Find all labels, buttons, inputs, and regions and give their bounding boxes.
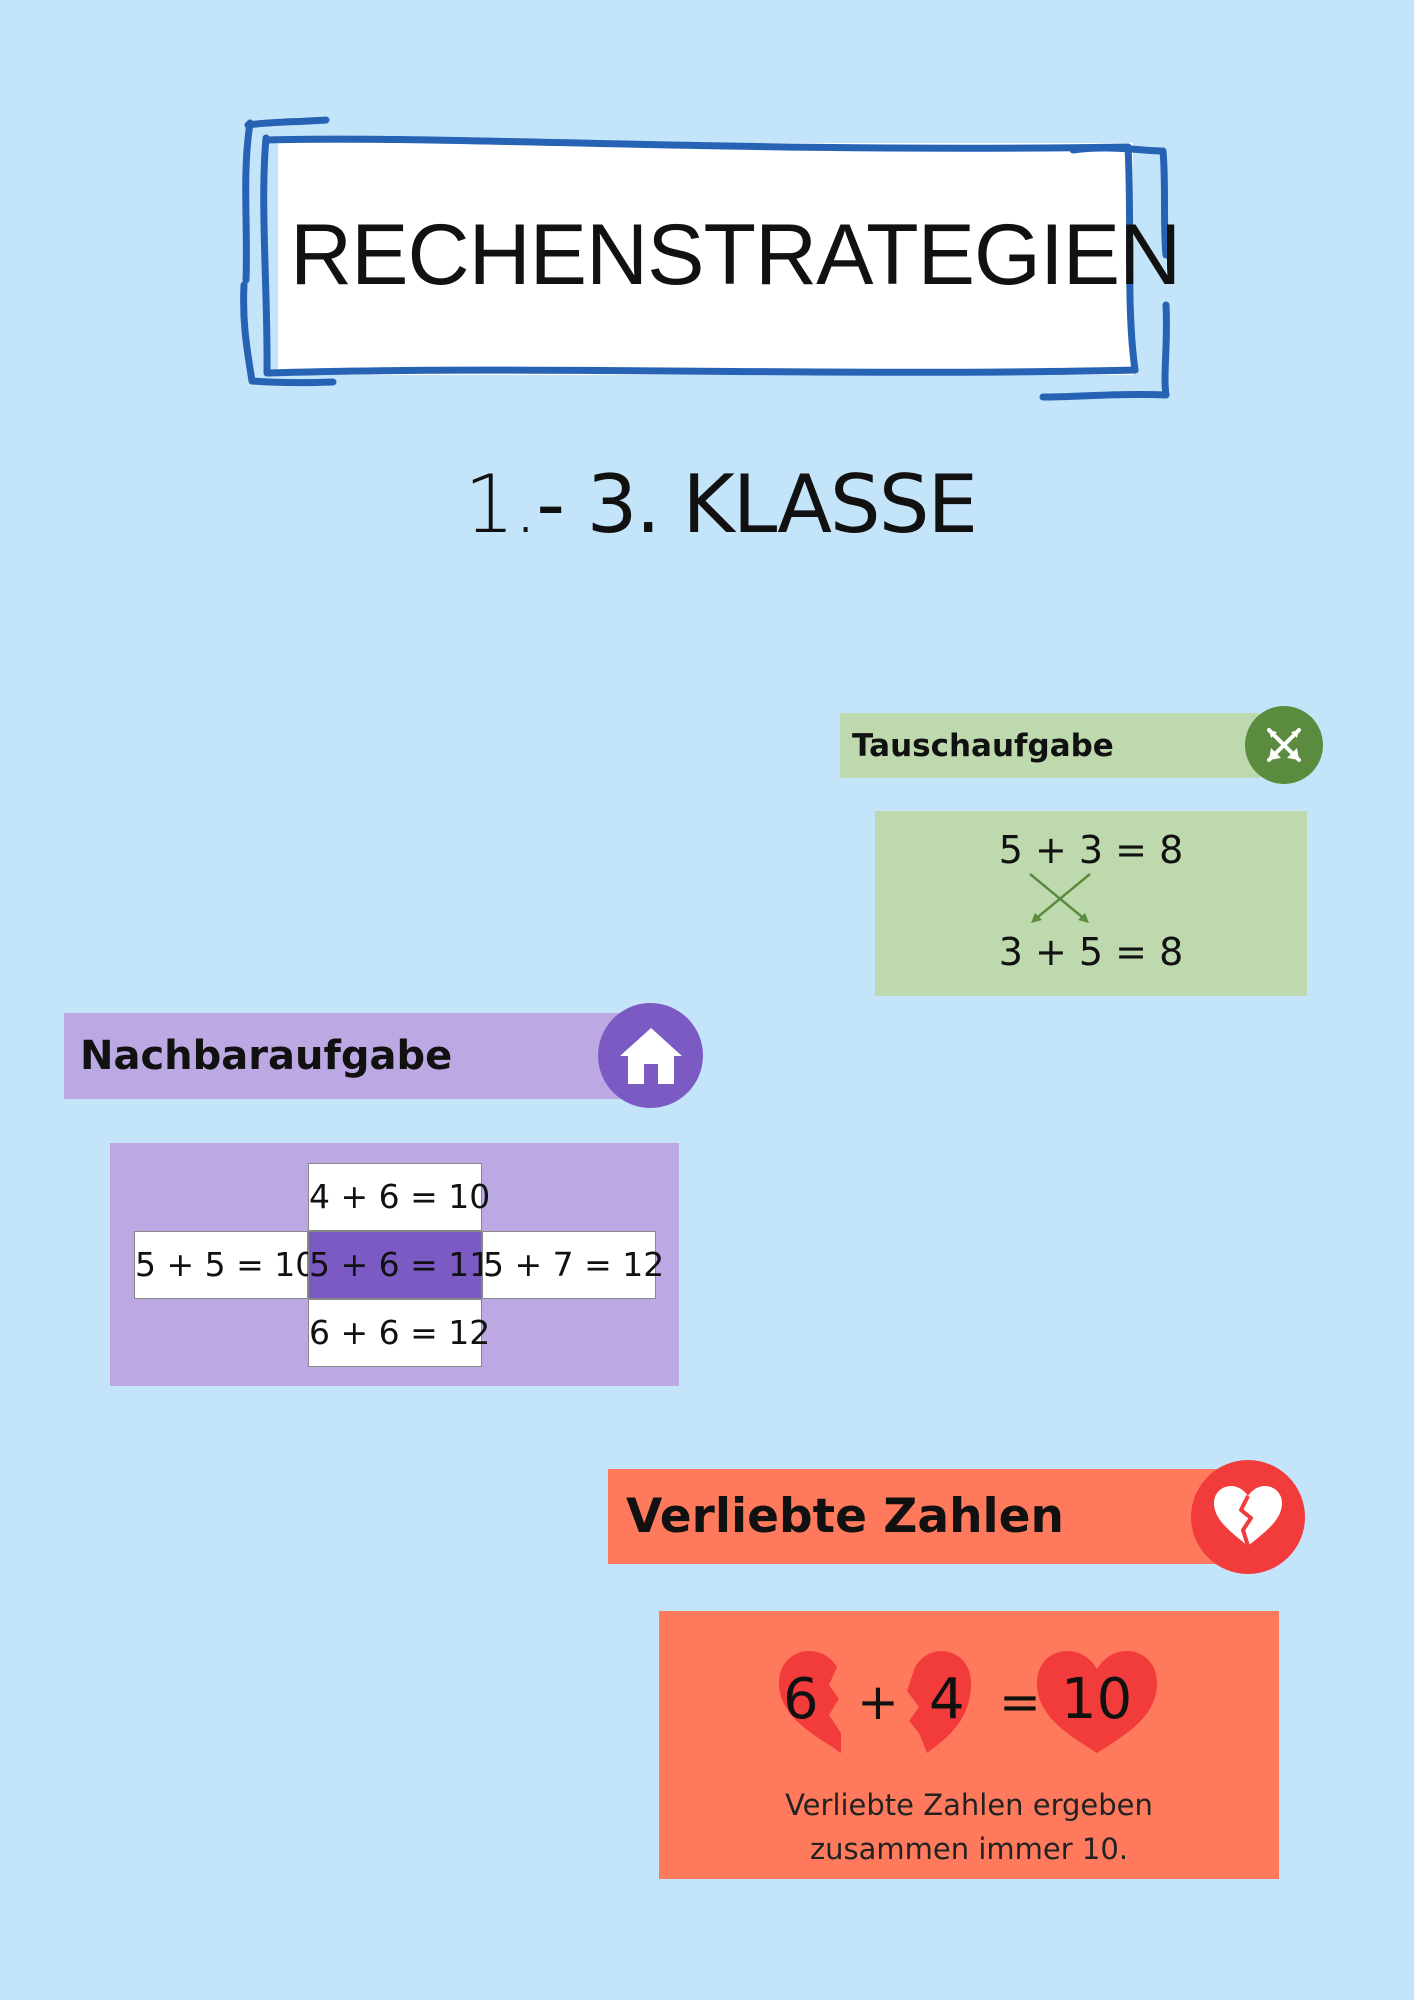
- subtitle-grade-start: 1.: [463, 458, 538, 551]
- equals-sign: =: [999, 1673, 1041, 1731]
- verliebte-zahlen-title: Verliebte Zahlen: [626, 1489, 1065, 1544]
- nachbaraufgabe-banner: Nachbaraufgabe: [64, 1013, 664, 1099]
- broken-heart-icon: [1191, 1460, 1305, 1574]
- heart-number-b: 4: [929, 1667, 965, 1732]
- nachbaraufgabe-title: Nachbaraufgabe: [80, 1033, 453, 1079]
- note-line-1: Verliebte Zahlen ergeben: [785, 1788, 1153, 1822]
- page-title: RECHENSTRATEGIEN: [290, 207, 1181, 303]
- tauschaufgabe-equation-2: 3 + 5 = 8: [998, 930, 1184, 974]
- neighbor-bottom-cell: 6 + 6 = 12: [308, 1299, 490, 1367]
- page-subtitle: 1.- 3. KLASSE: [300, 455, 1140, 555]
- verliebte-zahlen-banner: Verliebte Zahlen: [608, 1469, 1248, 1564]
- nachbaraufgabe-card: 4 + 6 = 10 5 + 5 = 10 5 + 6 = 11 5 + 7 =…: [110, 1143, 679, 1386]
- neighbor-left-cell: 5 + 5 = 10: [134, 1231, 316, 1299]
- swap-arrows-icon: [1245, 706, 1323, 784]
- heart-result: 10: [1061, 1667, 1132, 1732]
- title-frame: [240, 116, 1170, 401]
- neighbor-top-cell: 4 + 6 = 10: [308, 1163, 490, 1231]
- tauschaufgabe-card: 5 + 3 = 8 3 + 5 = 8: [875, 811, 1307, 996]
- tauschaufgabe-equation-1: 5 + 3 = 8: [998, 828, 1184, 872]
- note-line-2: zusammen immer 10.: [809, 1832, 1129, 1866]
- left-half-heart-icon: [779, 1651, 841, 1753]
- neighbor-center-cell: 5 + 6 = 11: [308, 1231, 490, 1299]
- plus-sign: +: [857, 1673, 899, 1731]
- verliebte-zahlen-note: Verliebte Zahlen ergeben zusammen immer …: [659, 1783, 1279, 1871]
- full-heart-icon: [1037, 1651, 1157, 1753]
- right-half-heart-icon: [907, 1651, 971, 1753]
- subtitle-grade-end: - 3. KLASSE: [536, 458, 978, 551]
- heart-number-a: 6: [783, 1667, 819, 1732]
- verliebte-zahlen-card: 6 + 4 = 10 Verliebte Zahlen ergeben zusa…: [659, 1611, 1279, 1879]
- tauschaufgabe-banner: Tauschaufgabe: [840, 713, 1260, 778]
- house-icon: [598, 1003, 703, 1108]
- neighbor-right-cell: 5 + 7 = 12: [482, 1231, 664, 1299]
- heart-equation: 6 + 4 = 10: [779, 1651, 1157, 1753]
- swap-cross-arrows: [1029, 873, 1091, 923]
- tauschaufgabe-title: Tauschaufgabe: [852, 727, 1114, 764]
